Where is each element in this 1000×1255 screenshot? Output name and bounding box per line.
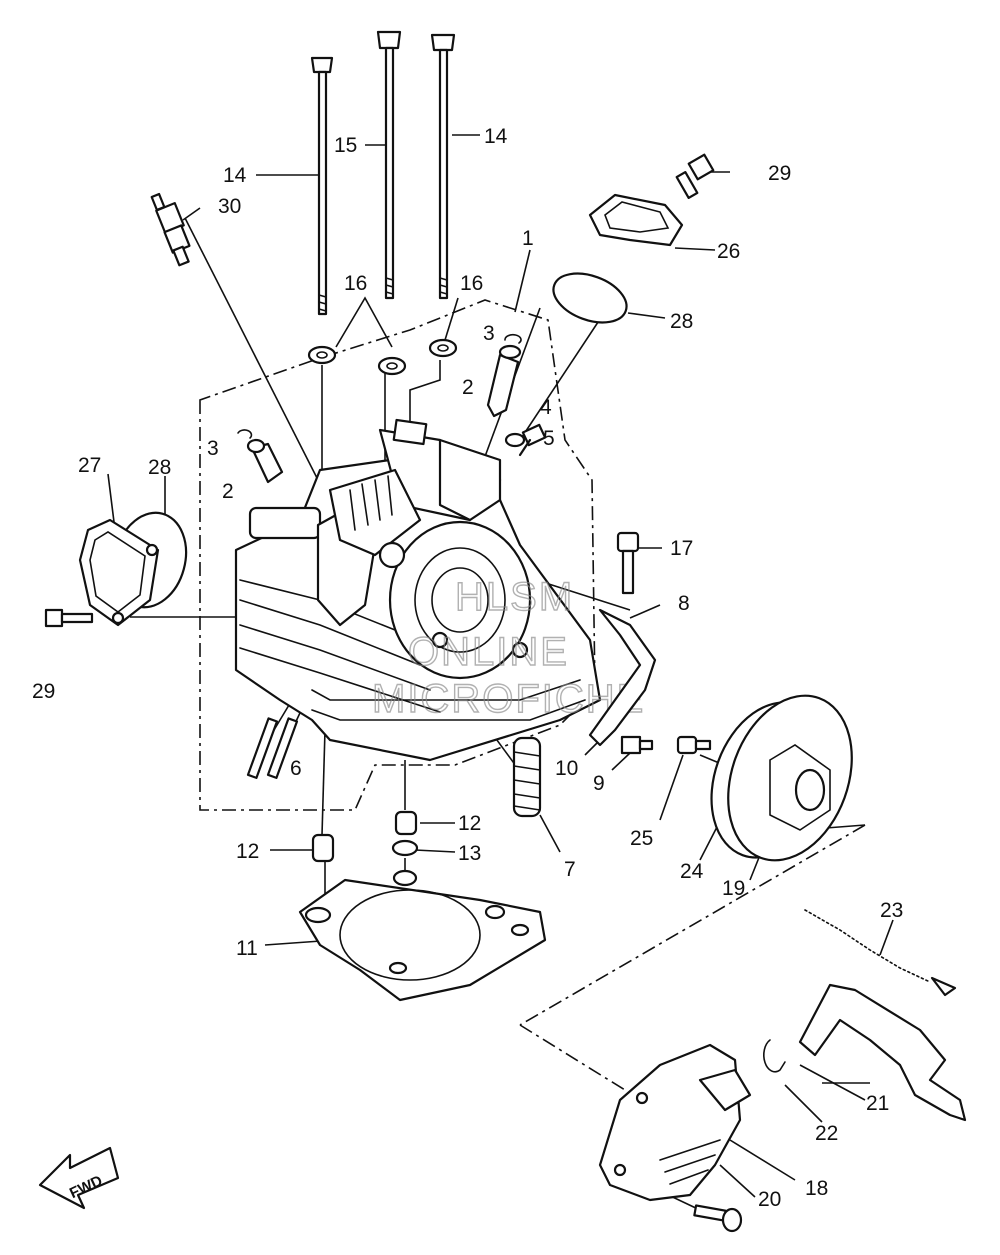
label-part-2-upper: 2 [462,376,474,399]
bolt-25 [676,735,712,755]
label-part-17: 17 [670,537,693,560]
watermark: HLSM ONLINE MICROFICHE [371,574,645,721]
label-part-18: 18 [805,1177,828,1200]
bolt-9 [620,735,654,755]
cover-19 [727,694,853,862]
cylinder-head-group-box [199,299,596,811]
bolt-29-right [675,153,715,199]
label-part-3-lower: 3 [207,437,219,460]
cover-18 [598,1043,752,1202]
label-part-5: 5 [543,427,555,450]
label-part-21: 21 [866,1092,889,1115]
tappet-cover-27 [78,518,160,627]
label-part-8: 8 [678,592,690,615]
label-part-26: 26 [717,240,740,263]
label-part-1: 1 [522,227,534,250]
washer-16-center [377,356,407,376]
stud-bolts-6 [246,717,299,780]
cable-tie-23 [804,909,957,997]
breather-hose-21 [798,983,967,1122]
label-part-11: 11 [236,937,258,960]
label-part-6: 6 [290,757,302,780]
cylinder-head-bolt-right [430,33,456,300]
o-ring-13 [391,839,419,857]
label-part-13: 13 [458,842,481,865]
clip-22 [763,1039,786,1073]
cylinder-head-bolt-center [376,30,402,300]
valve-guide-exhaust [246,438,284,484]
label-part-23: 23 [880,899,903,922]
watermark-line-3: MICROFICHE [372,677,645,721]
dowel-12-left [311,833,335,863]
valve-guide-intake [486,344,522,418]
gasket-8 [588,608,657,747]
reference-line-19-18 [519,824,866,1026]
part-number-labels: 1 2 2 3 3 4 5 6 7 8 9 10 11 12 12 13 14 … [32,125,903,1211]
label-part-24: 24 [680,860,704,883]
label-part-2-lower: 2 [222,480,234,503]
bolt-29-left [44,608,94,628]
dowel-12-right [394,810,418,836]
label-part-16-left: 16 [344,272,367,295]
label-part-28-left: 28 [148,456,171,479]
bolt-20 [693,1204,743,1233]
forward-arrow-icon: FWD [38,1146,120,1210]
label-part-30: 30 [218,195,241,218]
circlip-3-upper [504,333,522,344]
label-part-28-right: 28 [670,310,693,333]
head-gasket-11 [298,869,547,1002]
bolt-4 [518,423,547,457]
label-part-15: 15 [334,134,357,157]
label-part-16-right: 16 [460,272,483,295]
cylinder-head [234,418,602,762]
label-part-25: 25 [630,827,653,850]
label-part-20: 20 [758,1188,781,1211]
label-part-12-right: 12 [458,812,481,835]
spark-plug [150,192,191,267]
label-part-27: 27 [78,454,101,477]
label-part-19: 19 [722,877,745,900]
label-part-14-left: 14 [223,164,247,187]
circlip-3-lower [237,429,253,439]
label-part-22: 22 [815,1122,838,1145]
reference-line-18 [519,1024,626,1091]
label-part-7: 7 [564,858,576,881]
cylinder-head-bolt-left [310,56,334,316]
label-part-29-right: 29 [768,162,791,185]
valve-spring-7 [512,736,542,818]
o-ring-28-right [552,272,628,324]
watermark-line-1: HLSM [455,575,574,619]
watermark-line-2: ONLINE [408,630,569,674]
washer-16-right [428,338,458,358]
label-part-10: 10 [555,757,578,780]
label-part-9: 9 [593,772,605,795]
label-part-3-upper: 3 [483,322,495,345]
washer-5 [504,432,526,448]
washer-16-left [307,345,337,365]
label-part-29-left: 29 [32,680,55,703]
label-part-4: 4 [540,396,552,419]
label-part-12-left: 12 [236,840,259,863]
label-part-14-right: 14 [484,125,508,148]
bolt-17 [616,531,640,595]
cover-26 [588,193,684,247]
